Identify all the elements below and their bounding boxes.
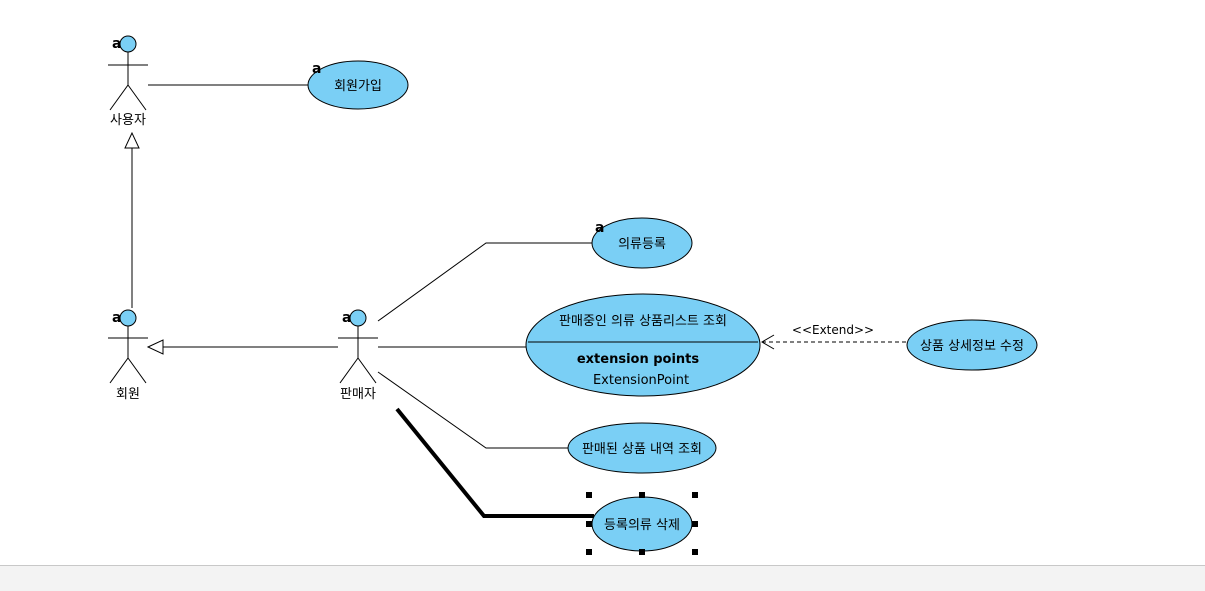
resize-handle-s[interactable]: [639, 549, 645, 555]
assoc-seller-register[interactable]: [377, 242, 594, 322]
usecase-delete-clothing[interactable]: 등록의류 삭제: [591, 496, 693, 552]
usecase-signup-label: 회원가입: [334, 79, 382, 94]
resize-handle-e[interactable]: [692, 521, 698, 527]
usecase-delete-label: 등록의류 삭제: [604, 518, 680, 533]
generalization-arrowhead-left: [146, 339, 164, 355]
selection-handles[interactable]: [586, 492, 698, 555]
actor-user-label: 사용자: [110, 113, 146, 128]
usecase-sold-history[interactable]: 판매된 상품 내역 조회: [567, 422, 717, 474]
usecase-signup[interactable]: a 회원가입: [307, 60, 409, 110]
resize-handle-w[interactable]: [586, 521, 592, 527]
extend-stereotype-label: <<Extend>>: [792, 323, 874, 337]
usecase-register-clothing[interactable]: a 의류등록: [591, 217, 693, 269]
resize-handle-sw[interactable]: [586, 549, 592, 555]
resize-handle-se[interactable]: [692, 549, 698, 555]
usecase-list-label: 판매중인 의류 상품리스트 조회: [559, 314, 727, 329]
actor-user-marker: a: [112, 36, 121, 52]
actor-seller-label: 판매자: [340, 387, 376, 402]
assoc-seller-sold[interactable]: [377, 371, 568, 449]
usecase-edit-detail-label: 상품 상세정보 수정: [920, 339, 1024, 354]
usecase-register-marker: a: [595, 220, 604, 236]
generalization-arrowhead-up: [124, 131, 140, 149]
extension-points-title: extension points: [577, 352, 700, 367]
usecase-signup-marker: a: [312, 61, 321, 77]
usecase-sold-history-label: 판매된 상품 내역 조회: [582, 442, 702, 457]
diagram-canvas[interactable]: <<Extend>> a 사용자 a 회원 a 판매자 a 회원가입: [0, 0, 1205, 565]
assoc-seller-delete[interactable]: [395, 407, 594, 518]
usecase-edit-detail[interactable]: 상품 상세정보 수정: [906, 319, 1038, 371]
usecase-register-label: 의류등록: [618, 237, 666, 252]
resize-handle-nw[interactable]: [586, 492, 592, 498]
extension-point-name: ExtensionPoint: [593, 373, 689, 388]
actor-member[interactable]: a 회원: [108, 309, 148, 402]
use-case-diagram: <<Extend>> a 사용자 a 회원 a 판매자 a 회원가입: [108, 35, 1038, 555]
actor-member-marker: a: [112, 310, 121, 326]
usecase-list-selling[interactable]: 판매중인 의류 상품리스트 조회 extension points Extens…: [525, 293, 761, 397]
actor-user[interactable]: a 사용자: [108, 35, 148, 128]
bottom-status-bar: [0, 565, 1205, 591]
resize-handle-ne[interactable]: [692, 492, 698, 498]
extend-arrowhead: [761, 334, 775, 350]
actor-seller[interactable]: a 판매자: [338, 309, 378, 402]
actor-member-label: 회원: [116, 387, 140, 402]
actor-seller-marker: a: [342, 310, 351, 326]
resize-handle-n[interactable]: [639, 492, 645, 498]
